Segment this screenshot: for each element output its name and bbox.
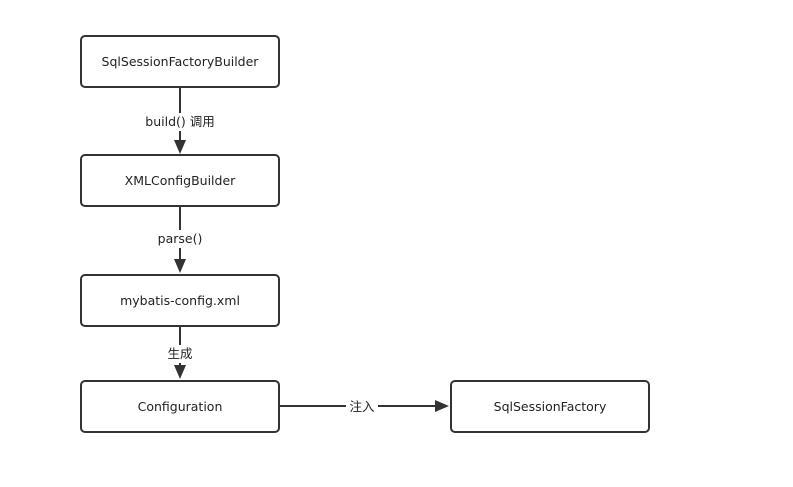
node-sqlsessionfactory[interactable]: SqlSessionFactory (450, 380, 650, 433)
edge-label-generate: 生成 (167, 346, 192, 361)
node-xmlconfigbuilder[interactable]: XMLConfigBuilder (80, 154, 280, 207)
edge-build-call: build() 调用 (142, 88, 220, 154)
arrow-head (174, 259, 186, 273)
node-label: SqlSessionFactory (494, 399, 607, 414)
edge-inject: 注入 (279, 397, 449, 415)
edge-label-inject: 注入 (349, 399, 375, 414)
node-label: XMLConfigBuilder (125, 173, 236, 188)
node-sqlsessionfactorybuilder[interactable]: SqlSessionFactoryBuilder (80, 35, 280, 88)
arrow-head (435, 400, 449, 412)
node-label: mybatis-config.xml (120, 293, 240, 308)
edge-parse: parse() (156, 207, 204, 273)
arrow-head (174, 365, 186, 379)
edge-label-parse: parse() (158, 231, 203, 246)
edge-generate: 生成 (164, 327, 196, 379)
node-mybatis-config-xml[interactable]: mybatis-config.xml (80, 274, 280, 327)
node-configuration[interactable]: Configuration (80, 380, 280, 433)
node-label: Configuration (138, 399, 223, 414)
node-label: SqlSessionFactoryBuilder (102, 54, 260, 69)
edge-label-build-call: build() 调用 (145, 114, 214, 129)
arrow-head (174, 140, 186, 154)
